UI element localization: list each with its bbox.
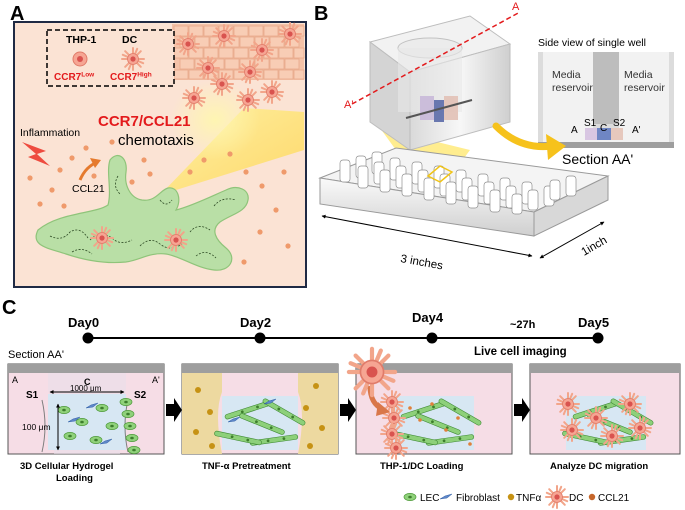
section-label-a-prime: A' (344, 99, 353, 111)
cell-legend-box (46, 29, 175, 87)
timeline-day0: Day0 (68, 315, 99, 330)
timeline-dot-day4 (426, 332, 438, 344)
step-label-3: THP-1/DC Loading (380, 461, 464, 472)
well-label-a-prime: A' (632, 125, 641, 136)
side-view-well (538, 52, 674, 148)
timeline-dot-day2 (254, 332, 266, 344)
legend-lec-icon (403, 492, 417, 502)
inflammation-label: Inflammation (20, 127, 80, 139)
legend-dc-label: DC (569, 493, 583, 504)
dim-1000-label: 1000 μm (70, 384, 102, 393)
legend-ccl21-label: CCL21 (598, 493, 630, 504)
panel-c: C Day0 Day2 Day4 Day5 ~27h Live cell ima… (2, 297, 681, 509)
box1-a-prime-label: A' (152, 375, 160, 385)
dc-cell-icon (121, 47, 145, 71)
section-aa-c-label: Section AA' (8, 349, 64, 361)
step-label-2: TNF-α Pretreatment (202, 461, 292, 472)
legend-tnf-label: TNFα (516, 493, 541, 504)
depth-dimension-label: 1inch (580, 234, 610, 258)
lymphatic-vessel (35, 155, 249, 271)
panel-b: B A A' Side view of single well (314, 1, 674, 272)
dc-label: DC (122, 34, 138, 46)
box1-s2-label: S2 (134, 390, 147, 401)
box1-c-label: C (84, 377, 91, 387)
legend-ccl21-icon (588, 493, 596, 501)
box1-s1-label: S1 (26, 390, 39, 401)
panel-c-letter: C (2, 297, 16, 319)
single-well-block (368, 15, 512, 151)
well-label-c: C (600, 123, 607, 134)
live-imaging-label: Live cell imaging (474, 346, 567, 358)
section-aa-label: Section AA' (562, 151, 633, 167)
section-label-a: A (512, 1, 520, 13)
axis-subtitle: chemotaxis (118, 132, 194, 149)
step-box-2 (181, 363, 339, 455)
panel-a: A THP-1 DC CCR (10, 3, 307, 288)
ccr7-low-label: CCR7Low (54, 72, 95, 84)
well-label-a: A (571, 125, 578, 136)
side-view-title: Side view of single well (538, 37, 646, 49)
timeline-day2: Day2 (240, 315, 271, 330)
legend-fibroblast-label: Fibroblast (456, 493, 500, 504)
panel-b-letter: B (314, 3, 328, 25)
dim-100-label: 100 μm (22, 422, 51, 432)
lymph-node-tissue (172, 22, 305, 84)
width-dimension-label: 3 inches (399, 253, 444, 272)
panel-a-letter: A (10, 3, 24, 25)
large-dc-cell (349, 349, 395, 395)
step-arrow-3 (514, 398, 530, 422)
timeline-dot-day5 (592, 332, 604, 344)
step-arrow-1 (166, 398, 182, 422)
media-reservoir-left: Media reservoir (552, 69, 593, 94)
step-label-4: Analyze DC migration (550, 461, 648, 472)
ccl21-dots (27, 139, 291, 265)
step-box-3 (355, 363, 513, 460)
box1-a-label: A (12, 375, 18, 385)
step-arrow-2 (340, 398, 356, 422)
ccr7-high-label: CCR7High (110, 72, 152, 84)
timeline-dot-day0 (82, 332, 94, 344)
well-label-s2: S2 (613, 118, 626, 129)
timeline-day5: Day5 (578, 315, 609, 330)
well-label-s1: S1 (584, 118, 597, 129)
inflammation-bolt-icon (22, 142, 50, 166)
duration-label: ~27h (510, 319, 536, 331)
timeline-day4: Day4 (412, 310, 444, 325)
ccl21-label: CCL21 (72, 183, 105, 195)
step-box-4 (529, 363, 681, 455)
legend-fibroblast-icon (439, 493, 453, 500)
legend-lec-label: LEC (420, 493, 439, 504)
legend: LEC Fibroblast TNFα DC CCL21 (403, 485, 630, 509)
depth-dimension (539, 221, 605, 259)
thp1-label: THP-1 (66, 34, 96, 46)
width-dimension (321, 214, 533, 258)
step-box-1 (7, 363, 165, 455)
to-side-view-arrow (492, 122, 556, 151)
legend-tnf-icon (507, 493, 515, 501)
axis-title: CCR7/CCL21 (98, 113, 191, 130)
media-reservoir-right: Media reservoir (624, 69, 665, 94)
legend-dc-icon (545, 485, 569, 509)
